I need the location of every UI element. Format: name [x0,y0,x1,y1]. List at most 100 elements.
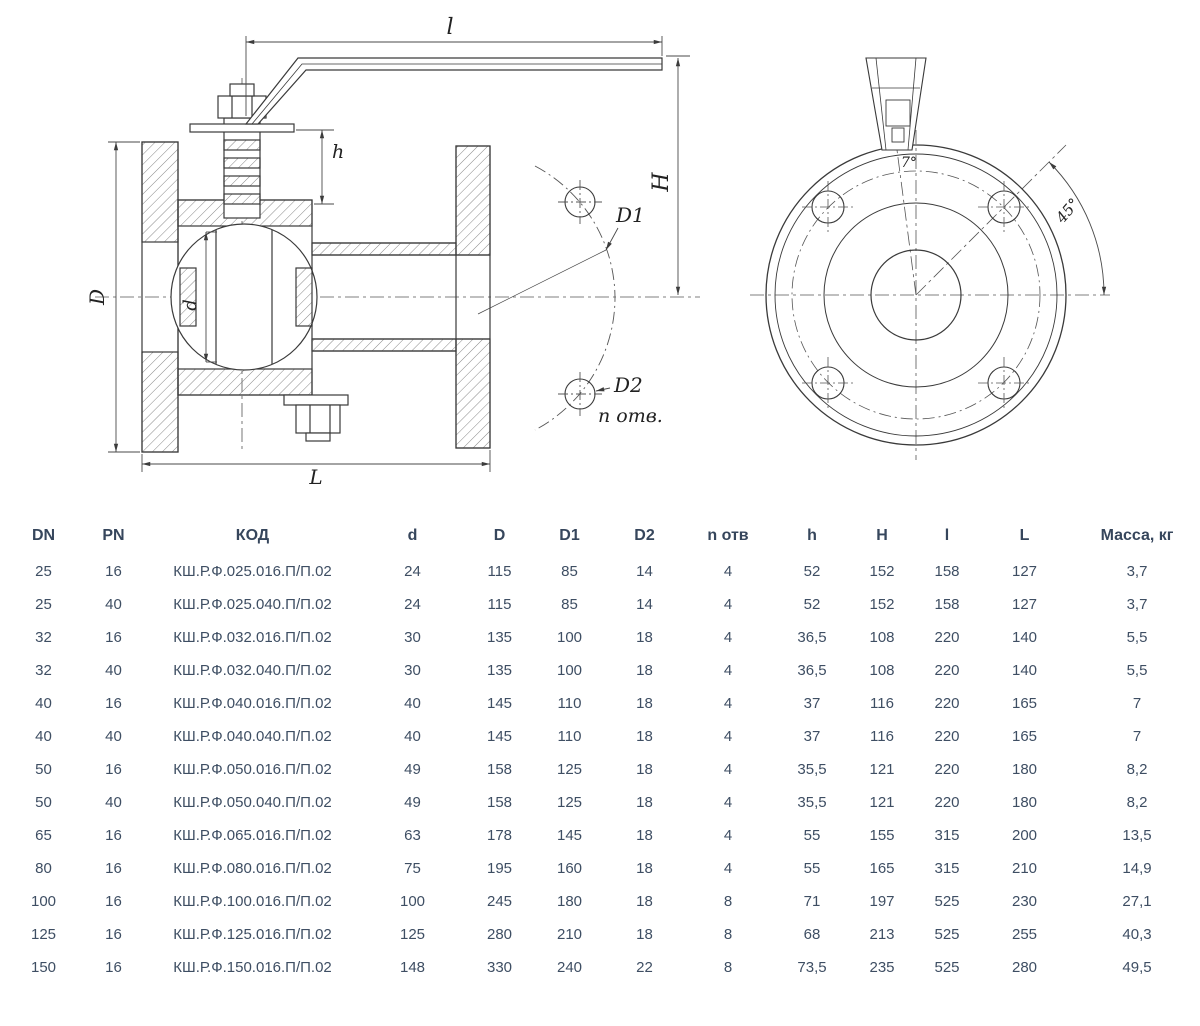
label-H: H [649,172,674,193]
table-cell: 18 [636,860,653,877]
table-cell: 55 [803,860,821,877]
table-cell: 50 [35,794,52,811]
table-cell: 127 [1011,563,1038,580]
table-cell: 110 [557,695,582,712]
table-cell: 14 [636,596,653,613]
table-cell: 140 [1011,629,1038,646]
table-cell: 127 [1011,596,1038,613]
table-cell: 55 [803,827,821,844]
bore [870,249,962,341]
table-cell: 116 [870,695,894,712]
table-cell: КШ.Р.Ф.032.016.П/П.02 [173,629,332,646]
table-cell: 115 [487,563,512,580]
table-cell: 210 [556,926,583,943]
table-cell: 16 [105,893,122,910]
table-cell: 18 [636,662,653,679]
table-cell: 40 [404,695,421,712]
table-cell: 40 [35,695,52,712]
table-cell: 16 [105,563,122,580]
table-cell: 24 [404,596,421,613]
table-cell: КШ.Р.Ф.125.016.П/П.02 [173,926,332,943]
table-cell: 18 [636,827,653,844]
table-cell: 4 [723,794,733,811]
table-cell: 116 [870,728,894,745]
table-cell: 8,2 [1126,794,1148,811]
table-cell: 18 [636,761,653,778]
table-cell: 158 [934,563,960,580]
table-cell: 220 [934,662,960,679]
column-header: Масса, кг [1100,527,1174,544]
table-cell: 180 [1011,794,1038,811]
table-cell: 7 [1132,695,1142,712]
table-cell: 165 [1011,728,1038,745]
table-cell: 18 [636,695,653,712]
table-cell: 16 [105,860,122,877]
table-cell: 30 [404,629,421,646]
table-cell: 7 [1132,728,1142,745]
table-cell: 27,1 [1122,893,1152,910]
table-cell: КШ.Р.Ф.032.040.П/П.02 [173,662,332,679]
table-cell: 40 [404,728,421,745]
table-cell: 3,7 [1126,563,1148,580]
table-cell: 125 [30,926,57,943]
table-cell: 25 [35,563,52,580]
table-cell: 220 [934,695,960,712]
table-cell: 525 [934,926,960,943]
table-cell: 40 [35,728,52,745]
column-header: L [1019,527,1030,544]
table-cell: 40 [105,728,122,745]
table-cell: 16 [105,629,122,646]
seat-left [179,267,197,327]
table-cell: КШ.Р.Ф.080.016.П/П.02 [173,860,332,877]
handle [244,57,663,125]
table-cell: КШ.Р.Ф.150.016.П/П.02 [173,959,332,976]
table-cell: 160 [556,860,583,877]
table-cell: 195 [486,860,513,877]
table-cell: 220 [934,794,960,811]
table-cell: 14 [636,563,653,580]
label-n-holes: n отв. [598,405,663,427]
table-cell: 140 [1011,662,1038,679]
table-cell: 148 [399,959,426,976]
table-cell: 4 [723,728,733,745]
table-cell: 5,5 [1126,629,1148,646]
table-cell: 40 [105,596,122,613]
table-cell: 35,5 [797,761,827,778]
table-cell: 280 [486,926,513,943]
table-cell: 16 [105,761,122,778]
drain-nut [295,404,341,434]
column-header: n отв [707,527,749,544]
table-cell: 280 [1011,959,1038,976]
table-cell: 235 [869,959,895,976]
table-cell: 49 [404,761,421,778]
table-cell: 4 [723,761,733,778]
table-cell: 16 [105,695,122,712]
table-cell: 4 [723,563,733,580]
table-cell: 210 [1011,860,1038,877]
table-cell: 25 [35,596,52,613]
table-cell: КШ.Р.Ф.025.016.П/П.02 [173,563,332,580]
table-cell: 37 [803,695,821,712]
table-cell: 16 [105,926,122,943]
table-cell: 40 [105,662,122,679]
table-cell: 121 [869,794,895,811]
table-cell: 14,9 [1122,860,1152,877]
table-cell: 230 [1011,893,1038,910]
table-cell: 52 [803,563,821,580]
table-cell: 40 [105,794,122,811]
table-cell: 115 [487,596,512,613]
table-cell: 213 [869,926,895,943]
table-cell: 220 [934,728,960,745]
valve-drawing: l h H D d D1 D2 n отв. L 45° 7° [85,15,1110,489]
column-header: d [407,527,418,544]
table-cell: 18 [636,893,653,910]
